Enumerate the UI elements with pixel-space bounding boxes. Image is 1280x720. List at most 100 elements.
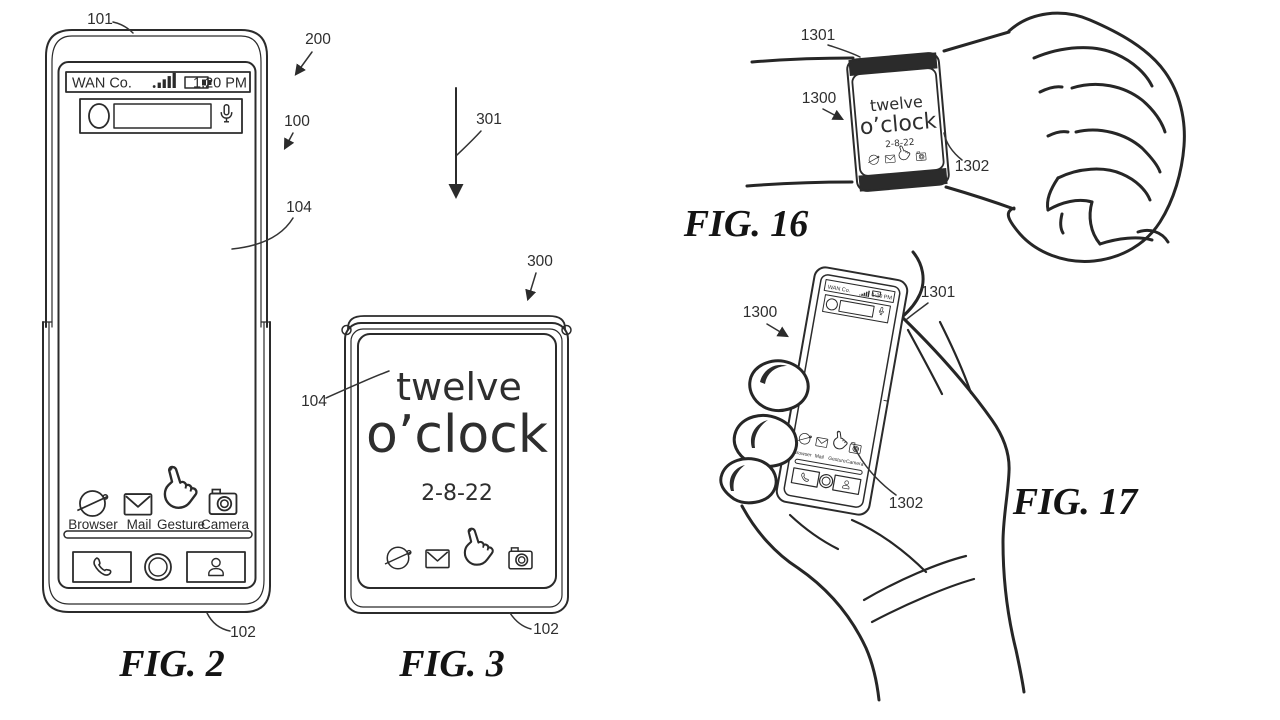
microphone-icon	[220, 104, 233, 123]
camera-icon	[508, 547, 533, 570]
fig2-phone-lower-housing	[42, 321, 271, 613]
contacts-button	[832, 474, 862, 496]
camera-icon	[208, 488, 238, 515]
fig3-fold-lip	[347, 315, 566, 331]
ref-1300-arrow	[822, 108, 844, 121]
fig2-status-bar	[65, 71, 251, 93]
fig3-label: FIG. 3	[398, 643, 505, 685]
gesture-app-label: Gesture	[157, 517, 205, 532]
fig2-display	[57, 61, 257, 589]
fig3-clock-hour: twelve	[396, 365, 522, 409]
fig17-group: WAN Co. 1:20 PM Browser Mail Gesture Cam…	[719, 250, 1140, 702]
wrist-line-art	[944, 185, 1016, 211]
camera-app-label: Camera	[845, 459, 864, 468]
wrist-line-art	[942, 30, 1011, 53]
home-button-outer	[819, 474, 834, 489]
fingernail	[760, 364, 787, 384]
mail-app-label: Mail	[814, 453, 824, 461]
ref-1301-leader	[827, 44, 861, 58]
mail-icon	[425, 549, 450, 569]
fingernail	[729, 465, 745, 491]
battery-icon	[871, 290, 882, 298]
phone-handset-icon	[93, 557, 112, 576]
holding-hand-line-art	[900, 250, 1026, 694]
fist-line-art	[1006, 11, 1186, 263]
watch-case	[846, 52, 950, 192]
fig2-search-input	[113, 103, 212, 129]
ref-1302: 1302	[955, 158, 989, 175]
fig3-clock-minute: o’clock	[366, 405, 548, 465]
wrist-line-art	[745, 180, 854, 188]
mail-icon	[123, 493, 153, 516]
ref-101: 101	[87, 11, 113, 28]
fig2-divider-pill	[63, 530, 253, 539]
ref-1302-leader	[853, 445, 897, 496]
home-button-outer	[144, 553, 172, 581]
ref-200-arrow	[294, 51, 313, 76]
home-button-inner	[821, 476, 831, 486]
fig17-label: FIG. 17	[1012, 481, 1140, 523]
browser-icon	[384, 546, 412, 570]
fig16-label: FIG. 16	[683, 203, 809, 245]
battery-icon	[184, 76, 212, 89]
ref-102: 102	[230, 624, 256, 641]
fingertips-line-art	[719, 359, 810, 505]
ref-1301: 1301	[801, 27, 835, 44]
fig17-clock-label: 1:20 PM	[871, 292, 893, 302]
fig16-clock-hour: twelve	[869, 92, 923, 116]
fig17-search-input	[838, 299, 875, 318]
ref-1300: 1300	[802, 90, 837, 107]
ref-300: 300	[527, 253, 553, 270]
fig2-phone-lower-housing-inner	[48, 321, 265, 605]
browser-icon	[76, 490, 109, 517]
call-button	[790, 467, 821, 488]
fig3-group: 301 twelve o’clock 2-8-22 300 104 102 FI…	[301, 87, 572, 685]
signal-strength-icon	[152, 72, 176, 88]
fig2-group: WAN Co. 1:20 PM Browser Mail Gesture Cam…	[42, 11, 331, 685]
fig2-phone-upper-housing	[45, 29, 268, 328]
ref-104-leader	[231, 217, 294, 250]
ref-301: 301	[476, 111, 502, 128]
wrist-line-art	[750, 56, 855, 64]
ref-102: 102	[533, 621, 559, 638]
fig2-search-bar	[79, 98, 243, 134]
ref-101-leader	[112, 21, 134, 34]
fig3-phone-housing-inner	[350, 328, 563, 608]
gesture-icon	[163, 465, 198, 509]
ref-102-leader	[206, 612, 231, 632]
ref-1301-leader	[906, 302, 929, 320]
smartwatch: twelve o’clock 2-8-22	[846, 52, 950, 192]
ref-104-leader	[325, 370, 390, 399]
fig16-group: twelve o’clock 2-8-22 1301 1300 1302 FIG…	[683, 11, 1186, 263]
fig3-display	[357, 333, 557, 589]
ref-102-leader	[509, 612, 532, 630]
ref-100-arrow	[283, 132, 295, 150]
gesture-app-label: Gesture	[828, 456, 847, 465]
fig2-clock-label: 1:20 PM	[193, 76, 247, 92]
ref-301-leader	[456, 130, 482, 156]
fig17-search-bar	[822, 294, 891, 324]
browser-app-label: Browser	[68, 517, 118, 532]
home-button-inner	[148, 557, 168, 577]
ref-104: 104	[301, 393, 327, 410]
ref-1300: 1300	[743, 304, 778, 321]
ref-104: 104	[286, 199, 312, 216]
fig2-phone-upper-housing-inner	[51, 35, 262, 328]
fig17-carrier-label: WAN Co.	[827, 285, 851, 295]
ref-1302: 1302	[889, 495, 923, 512]
fingernail	[750, 420, 768, 448]
browser-app-label: Browser	[793, 450, 812, 459]
fig2-carrier-label: WAN Co.	[72, 76, 132, 92]
fig2-label: FIG. 2	[118, 643, 225, 685]
fig17-status-bar	[823, 279, 896, 304]
logo-circle-icon	[825, 298, 838, 311]
camera-app-label: Camera	[201, 517, 250, 532]
call-button	[72, 551, 132, 583]
ref-1301: 1301	[921, 284, 955, 301]
fig16-clock-date: 2-8-22	[885, 138, 915, 151]
person-icon	[208, 557, 224, 577]
gesture-icon	[463, 527, 494, 566]
mail-app-label: Mail	[127, 517, 152, 532]
ref-100: 100	[284, 113, 310, 130]
